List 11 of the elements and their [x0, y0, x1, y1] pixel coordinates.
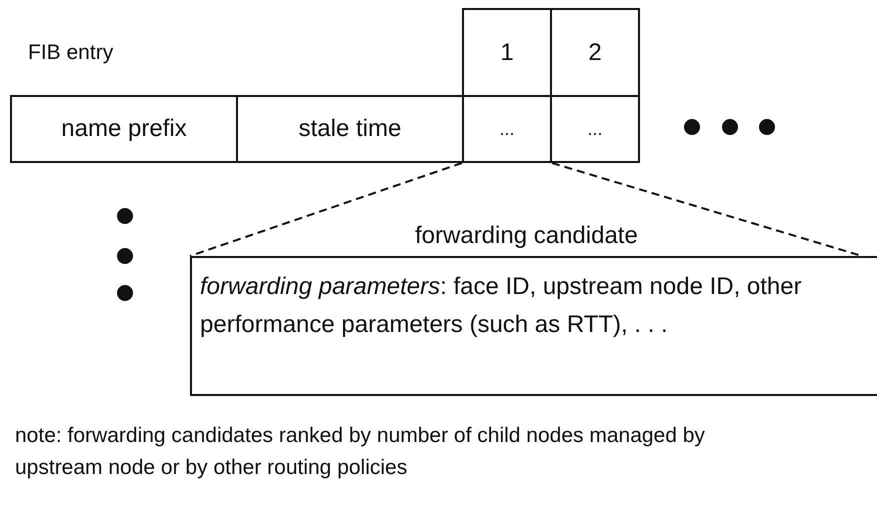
box-body-text: forwarding parameters: face ID, upstream node ID, other performance parameters (such as RTT), . . .	[200, 272, 803, 340]
box-heading: forwarding candidate	[415, 222, 638, 250]
caption-text: FIB entry	[28, 40, 114, 66]
table-cell: ...	[550, 95, 640, 163]
note-text: note: forwarding candidates ranked by number of child nodes managed by upstream node or by other routing policies	[15, 423, 706, 481]
dashed-connector	[190, 162, 462, 257]
table-cell: 2	[550, 8, 640, 97]
table-cell: name prefix	[10, 95, 238, 163]
table-cell: 1	[462, 8, 552, 97]
candidate-box	[190, 256, 877, 396]
table-cell: stale time	[236, 95, 464, 163]
